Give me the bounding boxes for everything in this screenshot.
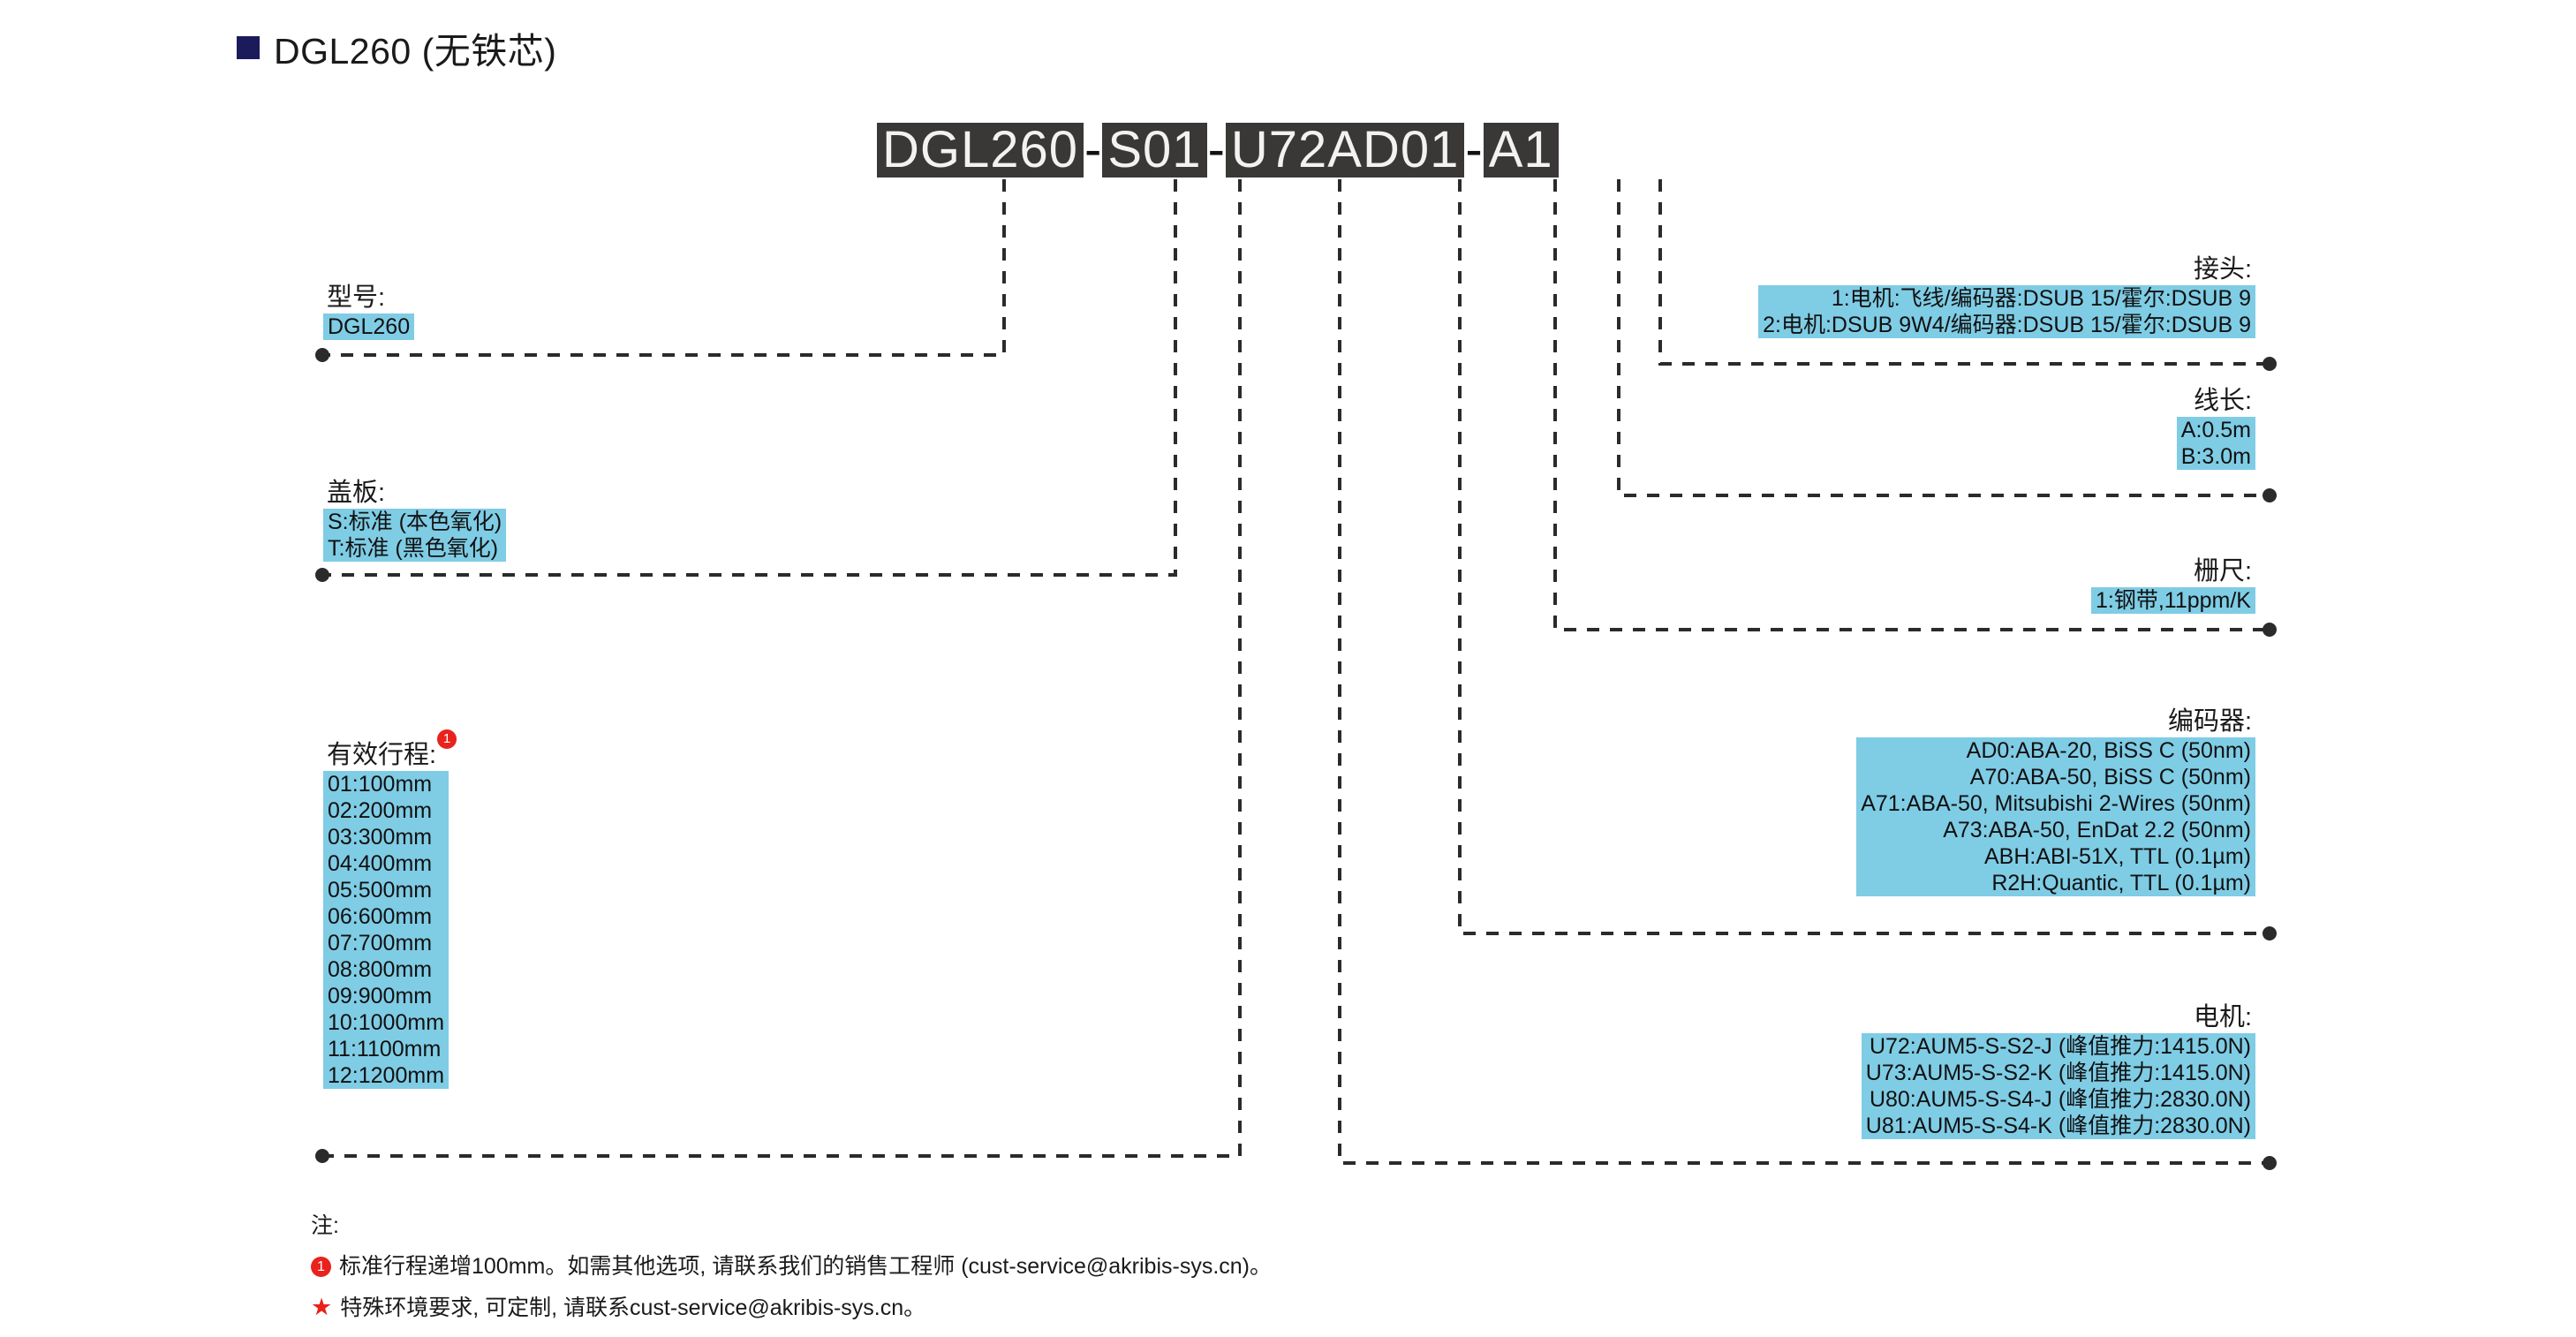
part-number-separator-3: - [1464,121,1484,178]
group-stroke-options: 01:100mm 02:200mm 03:300mm 04:400mm 05:5… [323,771,449,1090]
note-item-2: ★ 特殊环境要求, 可定制, 请联系cust-service@akribis-s… [311,1295,1272,1321]
option-model-0: DGL260 [328,314,411,340]
option-stroke-3: 04:400mm [328,851,433,877]
option-cable-length-0: A:0.5m [2180,418,2251,443]
group-cable-length-options: A:0.5m B:3.0m [2176,417,2255,471]
group-cable-length: 线长: A:0.5m B:3.0m [2176,386,2255,471]
option-stroke-5: 06:600mm [328,904,433,930]
option-encoder-0: AD0:ABA-20, BiSS C (50nm) [1966,738,2251,764]
option-encoder-5: R2H:Quantic, TTL (0.1µm) [1991,871,2251,896]
option-stroke-9: 10:1000mm [328,1010,445,1036]
leader-dot-motor [2262,1156,2277,1170]
option-encoder-2: A71:ABA-50, Mitsubishi 2-Wires (50nm) [1861,791,2251,817]
group-connector: 接头: 1:电机:飞线/编码器:DSUB 15/霍尔:DSUB 9 2:电机:D… [1758,254,2255,339]
group-motor-options: U72:AUM5-S-S2-J (峰值推力:1415.0N) U73:AUM5-… [1861,1033,2255,1140]
option-stroke-0: 01:100mm [328,772,433,797]
option-stroke-2: 03:300mm [328,825,433,850]
group-connector-label: 接头: [2193,255,2252,283]
option-stroke-7: 08:800mm [328,957,433,983]
group-encoder-options: AD0:ABA-20, BiSS C (50nm) A70:ABA-50, Bi… [1856,737,2255,897]
note-2-text: 特殊环境要求, 可定制, 请联系cust-service@akribis-sys… [340,1295,926,1320]
group-encoder: 编码器: AD0:ABA-20, BiSS C (50nm) A70:ABA-5… [1856,706,2255,897]
group-encoder-label: 编码器: [2167,707,2252,736]
group-stroke-label-text: 有效行程: [327,741,437,769]
group-model: 型号: DGL260 [323,283,415,341]
leader-dot-stroke [315,1149,329,1163]
group-scale-label: 栅尺: [2193,557,2252,585]
option-encoder-4: ABH:ABI-51X, TTL (0.1µm) [1984,844,2251,870]
option-stroke-11: 12:1200mm [328,1063,445,1089]
group-model-label: 型号: [327,283,386,312]
leader-dot-cover-plate [315,568,329,582]
option-connector-1: 2:电机:DSUB 9W4/编码器:DSUB 15/霍尔:DSUB 9 [1763,313,2251,338]
part-number-segment-connector: A1 [1483,123,1559,178]
note-1-marker-icon: 1 [311,1257,331,1277]
group-stroke-label: 有效行程:1 [323,729,457,771]
leader-dot-scale [2262,623,2277,637]
option-cover-plate-0: S:标准 (本色氧化) [328,510,502,535]
group-connector-options: 1:电机:飞线/编码器:DSUB 15/霍尔:DSUB 9 2:电机:DSUB … [1758,285,2255,339]
option-motor-3: U81:AUM5-S-S4-K (峰值推力:2830.0N) [1865,1114,2251,1139]
group-stroke: 有效行程:1 01:100mm 02:200mm 03:300mm 04:400… [323,729,457,1090]
group-cable-length-label: 线长: [2193,387,2252,415]
page-title: DGL260 (无铁芯) [237,21,556,74]
option-encoder-3: A73:ABA-50, EnDat 2.2 (50nm) [1943,818,2251,843]
group-model-options: DGL260 [323,313,415,341]
leader-dot-cable-length [2262,488,2277,502]
option-encoder-1: A70:ABA-50, BiSS C (50nm) [1969,765,2251,790]
part-number-segment-model: DGL260 [877,123,1084,178]
leader-model [322,179,1006,357]
option-motor-1: U73:AUM5-S-S2-K (峰值推力:1415.0N) [1865,1061,2251,1086]
title-text: DGL260 (无铁芯) [274,31,557,72]
leader-dot-model [315,348,329,362]
option-stroke-8: 09:900mm [328,984,433,1009]
group-scale-options: 1:钢带,11ppm/K [2090,587,2255,615]
option-stroke-10: 11:1100mm [328,1037,442,1062]
note-2-star-icon: ★ [311,1294,333,1320]
option-motor-2: U80:AUM5-S-S4-J (峰值推力:2830.0N) [1869,1087,2251,1113]
note-1-text: 标准行程递增100mm。如需其他选项, 请联系我们的销售工程师 (cust-se… [339,1254,1273,1279]
part-number-segment-cover: S01 [1102,123,1207,178]
part-number-string: DGL260 - S01 - U72AD01 - A1 [877,123,1559,178]
option-scale-0: 1:钢带,11ppm/K [2095,588,2251,614]
leader-dot-connector [2262,357,2277,371]
group-motor: 电机: U72:AUM5-S-S2-J (峰值推力:1415.0N) U73:A… [1861,1002,2255,1140]
part-number-segment-motor-encoder: U72AD01 [1225,123,1465,178]
notes-section: 注: 1 标准行程递增100mm。如需其他选项, 请联系我们的销售工程师 (cu… [311,1208,1272,1337]
group-cover-plate: 盖板: S:标准 (本色氧化) T:标准 (黑色氧化) [323,478,507,563]
group-scale: 栅尺: 1:钢带,11ppm/K [2090,556,2255,615]
option-cable-length-1: B:3.0m [2180,444,2251,470]
group-cover-plate-label: 盖板: [327,479,386,507]
group-motor-label: 电机: [2193,1003,2252,1031]
option-motor-0: U72:AUM5-S-S2-J (峰值推力:1415.0N) [1869,1034,2251,1060]
stroke-footnote-marker-icon: 1 [437,729,457,750]
part-number-separator-2: - [1206,121,1226,178]
leader-dot-encoder [2262,926,2277,940]
option-stroke-1: 02:200mm [328,798,433,824]
option-stroke-4: 05:500mm [328,878,433,903]
option-cover-plate-1: T:标准 (黑色氧化) [328,536,499,562]
title-bullet-icon [237,36,260,59]
leader-stroke [322,179,1242,1158]
notes-title: 注: [311,1213,339,1238]
option-stroke-6: 07:700mm [328,931,433,956]
option-connector-0: 1:电机:飞线/编码器:DSUB 15/霍尔:DSUB 9 [1831,286,2251,312]
group-cover-plate-options: S:标准 (本色氧化) T:标准 (黑色氧化) [323,509,507,563]
part-number-separator-1: - [1084,121,1103,178]
note-item-1: 1 标准行程递增100mm。如需其他选项, 请联系我们的销售工程师 (cust-… [311,1254,1272,1280]
